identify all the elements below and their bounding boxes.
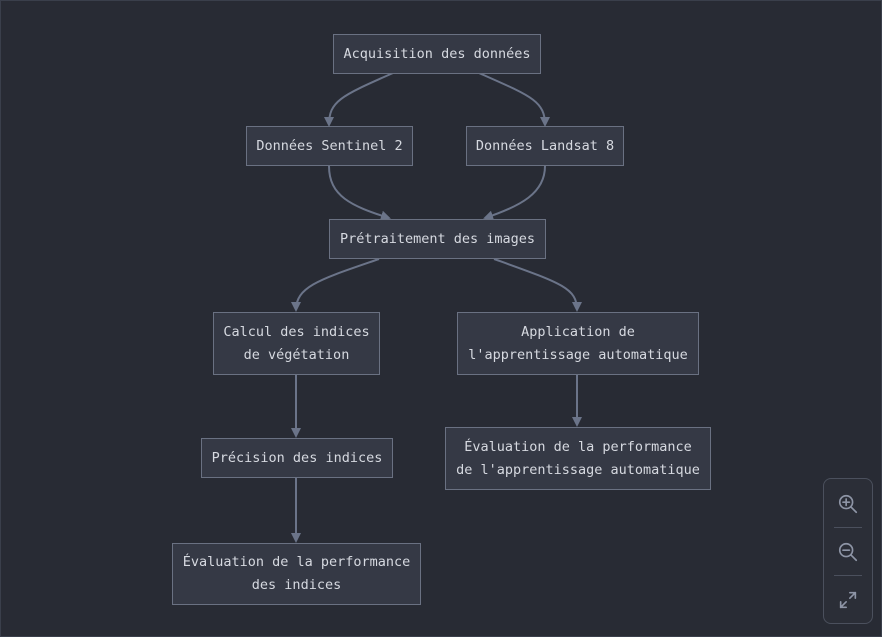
zoom-in-icon <box>838 494 858 514</box>
node-preprocessing[interactable]: Prétraitement des images <box>329 219 546 259</box>
zoom-out-icon <box>838 542 858 562</box>
node-sentinel-label: Données Sentinel 2 <box>256 137 403 154</box>
edge-acquisition-landsat <box>478 72 550 127</box>
edge-acquisition-sentinel <box>324 72 394 127</box>
node-landsat-label: Données Landsat 8 <box>475 137 615 154</box>
node-acquisition-label: Acquisition des données <box>343 45 531 62</box>
edge-sentinel-preprocessing <box>328 165 391 221</box>
node-eval-ml-label-line1: Évaluation de la performance <box>464 438 692 455</box>
node-precision[interactable]: Précision des indices <box>201 438 393 478</box>
node-indices-label-line2: de végétation <box>243 346 350 363</box>
fit-view-button[interactable] <box>824 577 872 623</box>
node-ml-label-line2: l'apprentissage automatique <box>468 346 688 363</box>
node-eval-indices-label-line1: Évaluation de la performance <box>182 554 411 570</box>
edge-preprocessing-indices <box>291 258 380 312</box>
node-sentinel[interactable]: Données Sentinel 2 <box>246 126 413 166</box>
node-landsat[interactable]: Données Landsat 8 <box>466 126 624 166</box>
node-indices[interactable]: Calcul des indices de végétation <box>213 312 380 375</box>
zoom-separator <box>834 527 862 528</box>
node-ml[interactable]: Application de l'apprentissage automatiq… <box>457 312 699 375</box>
node-preprocessing-label: Prétraitement des images <box>339 230 536 247</box>
node-ml-label-line1: Application de <box>521 323 635 340</box>
node-eval-ml-label-line2: de l'apprentissage automatique <box>456 461 700 478</box>
zoom-controls <box>823 478 873 624</box>
zoom-separator <box>834 575 862 576</box>
node-eval-ml[interactable]: Évaluation de la performance de l'appren… <box>445 427 711 490</box>
edge-landsat-preprocessing <box>483 165 546 221</box>
edge-preprocessing-ml <box>493 258 582 312</box>
node-eval-indices[interactable]: Évaluation de la performance des indices <box>172 543 421 605</box>
zoom-in-button[interactable] <box>824 481 872 527</box>
node-precision-label: Précision des indices <box>211 449 383 466</box>
node-eval-indices-label-line2: des indices <box>251 577 342 593</box>
expand-icon <box>839 591 857 609</box>
node-indices-label-line1: Calcul des indices <box>223 323 370 340</box>
node-acquisition[interactable]: Acquisition des données <box>333 34 541 74</box>
zoom-out-button[interactable] <box>824 529 872 575</box>
